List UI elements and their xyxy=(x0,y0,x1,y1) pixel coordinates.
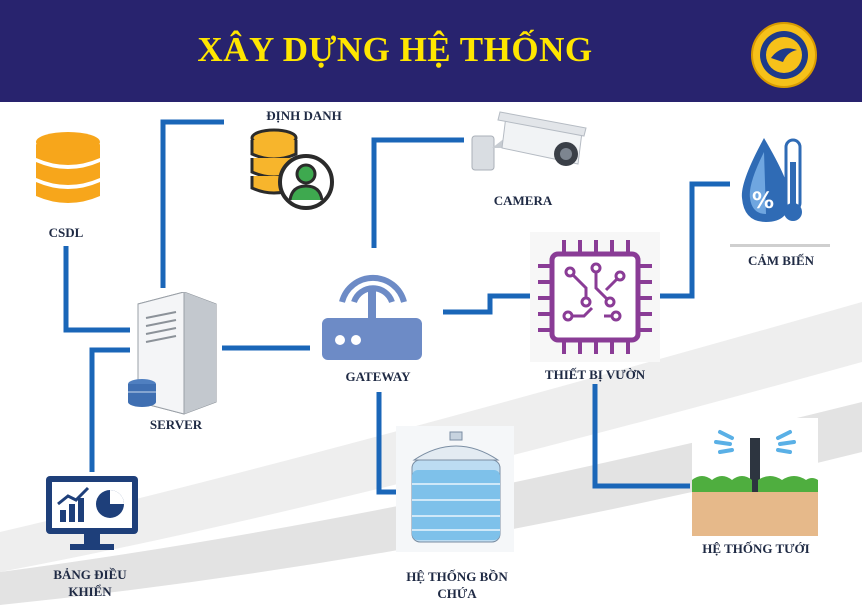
bang-dieu-khien-line-1: BẢNG ĐIỀU xyxy=(53,567,127,582)
svg-text:%: % xyxy=(752,189,774,214)
dashboard-monitor-icon xyxy=(44,474,140,554)
camera-label: CAMERA xyxy=(493,193,553,208)
server-label: SERVER xyxy=(149,417,203,432)
dinh-danh-label: ĐỊNH DANH xyxy=(266,108,342,123)
he-thong-bon-chua-line-1: HỆ THỐNG BỒN xyxy=(406,569,508,584)
he-thong-bon-chua-line-2: CHỨA xyxy=(437,586,477,601)
sprinkler-icon xyxy=(692,418,818,536)
router-icon xyxy=(318,258,426,362)
camera-icon xyxy=(466,106,592,186)
diagram-canvas: CSDL ĐỊNH DANH CAMERA xyxy=(0,102,862,605)
server-icon xyxy=(124,292,224,416)
chip-icon xyxy=(530,232,660,362)
thermometer-drop-icon: % xyxy=(734,132,814,232)
he-thong-tuoi-label: HỆ THỐNG TƯỚI xyxy=(702,541,810,556)
cam-bien-label: CẢM BIẾN xyxy=(747,253,815,268)
bang-dieu-khien-line-2: KHIỂN xyxy=(68,584,112,599)
water-tank-icon xyxy=(396,426,514,552)
header-banner: XÂY DỰNG HỆ THỐNG xyxy=(0,0,862,102)
id-database-icon xyxy=(248,126,336,212)
thiet-bi-vuon-label: THIẾT BỊ VƯỜN xyxy=(544,367,646,382)
university-logo xyxy=(751,22,817,88)
cam-bien-divider xyxy=(730,244,830,247)
he-thong-bon-chua-label: HỆ THỐNG BỒN CHỨA xyxy=(384,568,530,602)
database-icon xyxy=(33,130,103,210)
page-title: XÂY DỰNG HỆ THỐNG xyxy=(197,30,593,69)
bang-dieu-khien-label: BẢNG ĐIỀU KHIỂN xyxy=(30,566,150,600)
gateway-label: GATEWAY xyxy=(345,369,411,384)
csdl-label: CSDL xyxy=(48,225,84,240)
